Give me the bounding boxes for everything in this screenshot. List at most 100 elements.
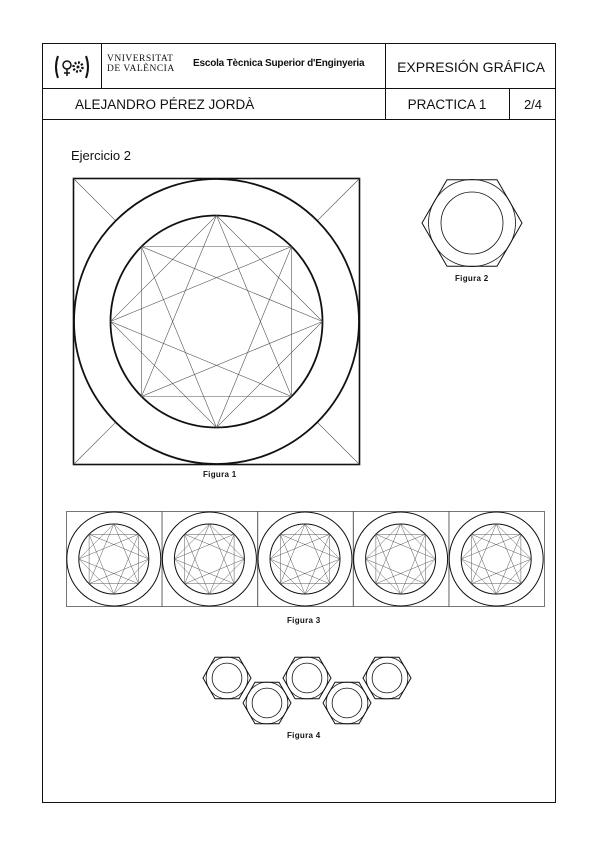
star-line	[304, 534, 330, 595]
figure-3-caption: Figura 3	[287, 616, 321, 625]
nut-outer-circle	[205, 656, 249, 700]
nut-outer-circle	[245, 681, 289, 725]
star-line	[304, 523, 330, 584]
star-line	[375, 534, 401, 595]
nut-outer-circle	[365, 656, 409, 700]
hexagon-outline	[362, 656, 412, 700]
nut-hole-circle	[371, 662, 403, 694]
tile-outer-circle	[66, 511, 162, 607]
star-line	[280, 534, 341, 560]
hexagon-outline	[421, 179, 523, 267]
star-line	[174, 534, 235, 560]
divider	[509, 89, 510, 119]
star-line	[495, 534, 522, 595]
nut-hole-circle	[440, 191, 504, 255]
star-line	[88, 523, 115, 584]
hexagon-outline	[202, 656, 252, 700]
tile-outer-circle	[161, 511, 257, 607]
star-line	[184, 534, 210, 595]
star-line	[110, 246, 292, 322]
star-line	[471, 558, 532, 584]
star-line	[375, 523, 401, 584]
star-line	[141, 321, 323, 397]
inscribed-square	[174, 523, 245, 595]
school-name: Escola Tècnica Superior d'Enginyeria	[193, 58, 365, 69]
title-block-row-1: VNIVERSITAT DE VALÈNCIA Escola Tècnica S…	[43, 44, 555, 89]
star-line	[365, 558, 426, 584]
nut-hole-circle	[251, 687, 283, 719]
star-line	[88, 558, 149, 584]
title-block: VNIVERSITAT DE VALÈNCIA Escola Tècnica S…	[43, 44, 555, 120]
nut-outer-circle	[325, 681, 369, 725]
inscribed-square	[365, 523, 436, 595]
star-line	[471, 523, 497, 584]
star-line	[461, 558, 522, 584]
star-line	[269, 558, 330, 584]
university-name-line-2: DE VALÈNCIA	[107, 64, 175, 74]
star-line	[280, 558, 341, 584]
star-line	[375, 534, 436, 560]
nut-outer-circle	[428, 179, 516, 267]
divider	[385, 44, 386, 88]
inscribed-square	[269, 523, 341, 595]
star-line	[113, 523, 139, 584]
figure-3-drawing	[66, 511, 545, 607]
star-line	[78, 558, 139, 584]
star-line	[141, 246, 217, 428]
star-line	[269, 534, 330, 560]
nut-hole-circle	[331, 687, 363, 719]
star-line	[184, 534, 245, 560]
inscribed-square	[460, 523, 532, 595]
nut-outer-circle	[285, 656, 329, 700]
figure-2-drawing	[421, 179, 523, 267]
star-line	[113, 534, 139, 595]
star-line	[495, 523, 522, 584]
star-line	[209, 534, 235, 595]
inscribed-square	[184, 534, 235, 584]
figure-1-drawing	[72, 177, 361, 466]
star-line	[88, 534, 115, 595]
star-line	[400, 534, 426, 595]
tile-outer-circle	[448, 511, 544, 607]
star-line	[184, 558, 245, 584]
star-line	[375, 558, 436, 584]
nut-hole-circle	[291, 662, 323, 694]
nut-hole-circle	[211, 662, 243, 694]
hexagon-outline	[322, 681, 372, 725]
inscribed-square	[141, 246, 292, 397]
drawing-sheet: VNIVERSITAT DE VALÈNCIA Escola Tècnica S…	[42, 43, 556, 803]
star-line	[141, 215, 217, 397]
subject-title: EXPRESIÓN GRÁFICA	[397, 58, 545, 75]
author-name: ALEJANDRO PÉREZ JORDÀ	[75, 96, 255, 112]
star-line	[471, 534, 532, 560]
star-line	[365, 534, 426, 560]
figure-4-drawing	[202, 656, 412, 725]
star-line	[461, 534, 522, 560]
page-number: 2/4	[523, 96, 543, 112]
hexagon-outline	[242, 681, 292, 725]
tile-outer-circle	[257, 511, 353, 607]
inscribed-square	[471, 534, 522, 584]
star-line	[141, 246, 323, 322]
star-line	[209, 523, 235, 584]
star-line	[280, 523, 306, 584]
inscribed-square	[110, 215, 323, 428]
star-line	[110, 321, 292, 397]
star-line	[88, 534, 149, 560]
star-line	[216, 246, 292, 428]
star-line	[174, 558, 235, 584]
star-line	[471, 534, 497, 595]
figure-1-caption: Figura 1	[203, 470, 237, 479]
inscribed-square	[280, 534, 330, 584]
divider	[385, 89, 386, 119]
hexagon-outline	[282, 656, 332, 700]
figure-4-caption: Figura 4	[287, 731, 321, 740]
star-line	[216, 215, 292, 397]
inscribed-square	[78, 523, 150, 595]
inscribed-square	[88, 534, 139, 584]
star-line	[280, 534, 306, 595]
divider	[101, 44, 102, 88]
star-line	[78, 534, 139, 560]
inner-circle	[109, 214, 324, 429]
exercise-title: Ejercicio 2	[71, 148, 131, 163]
